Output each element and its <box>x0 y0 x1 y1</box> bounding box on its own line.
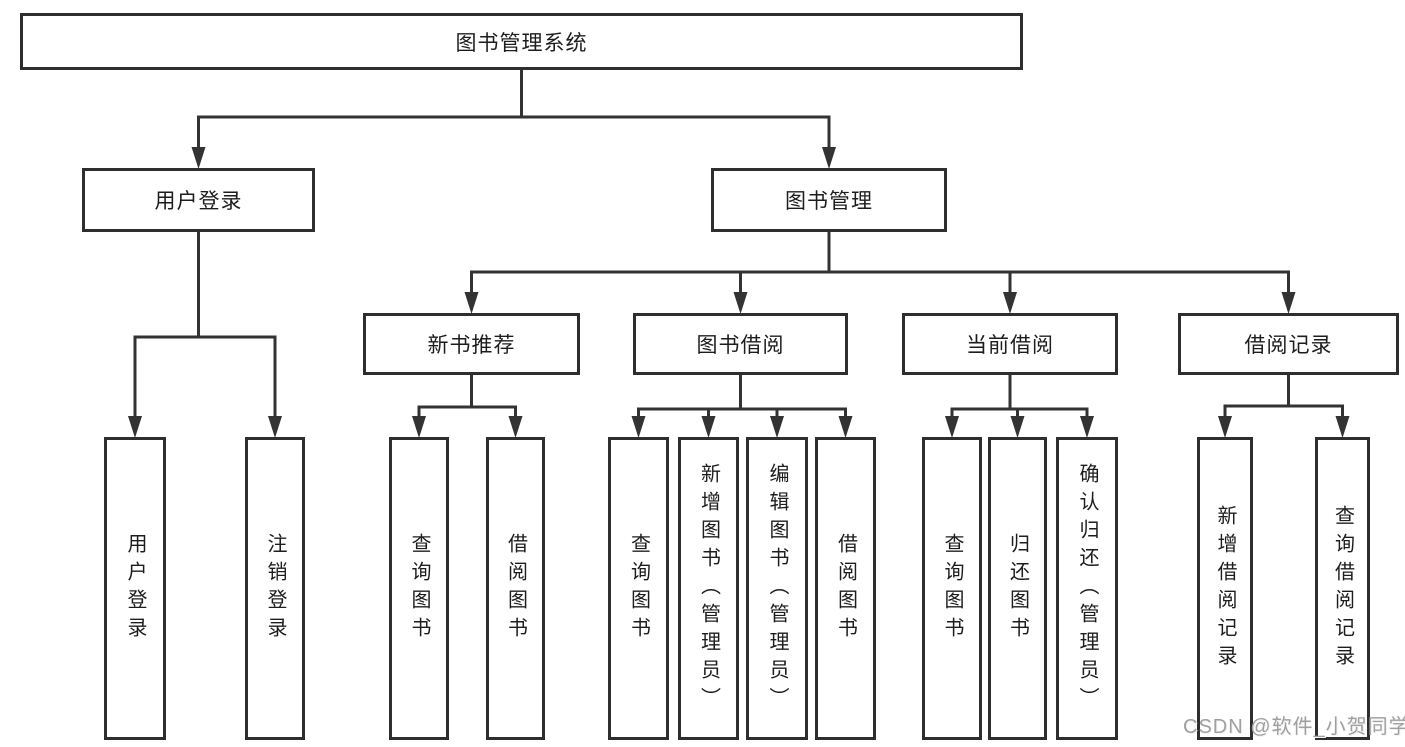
node-logout: 注销登录 <box>245 437 305 740</box>
arrowhead-icon <box>838 416 853 438</box>
node-cur-confirm: 确认归还（管理员） <box>1056 437 1118 740</box>
node-label: 图书管理系统 <box>455 31 588 55</box>
node-label: 用户登录 <box>124 532 146 645</box>
node-label: 查询图书 <box>627 532 650 645</box>
node-bor-add: 新增图书（管理员） <box>678 437 739 740</box>
arrowhead-icon <box>1080 416 1094 438</box>
node-label: 当前借阅 <box>966 334 1054 357</box>
node-label: 新书推荐 <box>427 334 516 357</box>
arrowhead-icon <box>464 292 479 314</box>
node-bor-borrow: 借阅图书 <box>815 437 876 740</box>
node-label: 新增借阅记录 <box>1214 504 1236 673</box>
node-label: 用户登录 <box>154 190 243 213</box>
watermark: CSDN @软件_小贺同学 <box>1183 716 1405 738</box>
arrowhead-icon <box>1003 292 1017 314</box>
node-label: 借阅记录 <box>1244 334 1333 357</box>
arrowhead-icon <box>770 416 784 438</box>
node-records: 借阅记录 <box>1178 313 1399 375</box>
node-rec-borrow: 借阅图书 <box>486 437 545 740</box>
arrowhead-icon <box>733 292 748 314</box>
node-label: 图书管理 <box>785 190 873 213</box>
arrowhead-icon <box>1218 416 1232 438</box>
node-rec: 新书推荐 <box>363 313 580 375</box>
node-bor-edit: 编辑图书（管理员） <box>746 437 808 740</box>
arrowhead-icon <box>631 416 646 438</box>
node-login: 用户登录 <box>82 168 315 232</box>
node-label: 图书借阅 <box>696 334 785 357</box>
node-label: 查询借阅记录 <box>1331 504 1354 673</box>
arrowhead-icon <box>1335 416 1350 438</box>
arrowhead-icon <box>191 147 206 169</box>
arrowhead-icon <box>822 147 836 169</box>
arrowhead-icon <box>128 416 142 438</box>
arrowhead-icon <box>268 416 282 438</box>
node-label: 归还图书 <box>1006 532 1029 645</box>
node-root: 图书管理系统 <box>20 13 1023 70</box>
arrowhead-icon <box>508 416 523 438</box>
node-label: 借阅图书 <box>504 532 527 645</box>
node-label: 查询图书 <box>408 532 430 645</box>
node-label: 注销登录 <box>264 532 286 645</box>
node-login-do: 用户登录 <box>104 437 166 740</box>
node-label: 查询图书 <box>941 532 963 645</box>
node-label: 编辑图书（管理员） <box>766 462 788 715</box>
arrowhead-icon <box>1010 416 1025 438</box>
arrowhead-icon <box>945 416 959 438</box>
node-label: 确认归还（管理员） <box>1076 462 1098 715</box>
node-rec-query: 查询图书 <box>389 437 449 740</box>
node-cur-return: 归还图书 <box>988 437 1047 740</box>
arrowhead-icon <box>1281 292 1296 314</box>
node-borrow: 图书借阅 <box>633 313 848 375</box>
node-mgmt: 图书管理 <box>711 168 947 232</box>
node-label: 借阅图书 <box>834 532 857 645</box>
arrowhead-icon <box>701 416 716 438</box>
node-cur-query: 查询图书 <box>922 437 982 740</box>
node-recd-query: 查询借阅记录 <box>1315 437 1370 740</box>
node-label: 新增图书（管理员） <box>697 462 720 715</box>
node-current: 当前借阅 <box>902 313 1118 375</box>
node-recd-add: 新增借阅记录 <box>1197 437 1253 740</box>
arrowhead-icon <box>412 416 426 438</box>
node-bor-query: 查询图书 <box>608 437 669 740</box>
